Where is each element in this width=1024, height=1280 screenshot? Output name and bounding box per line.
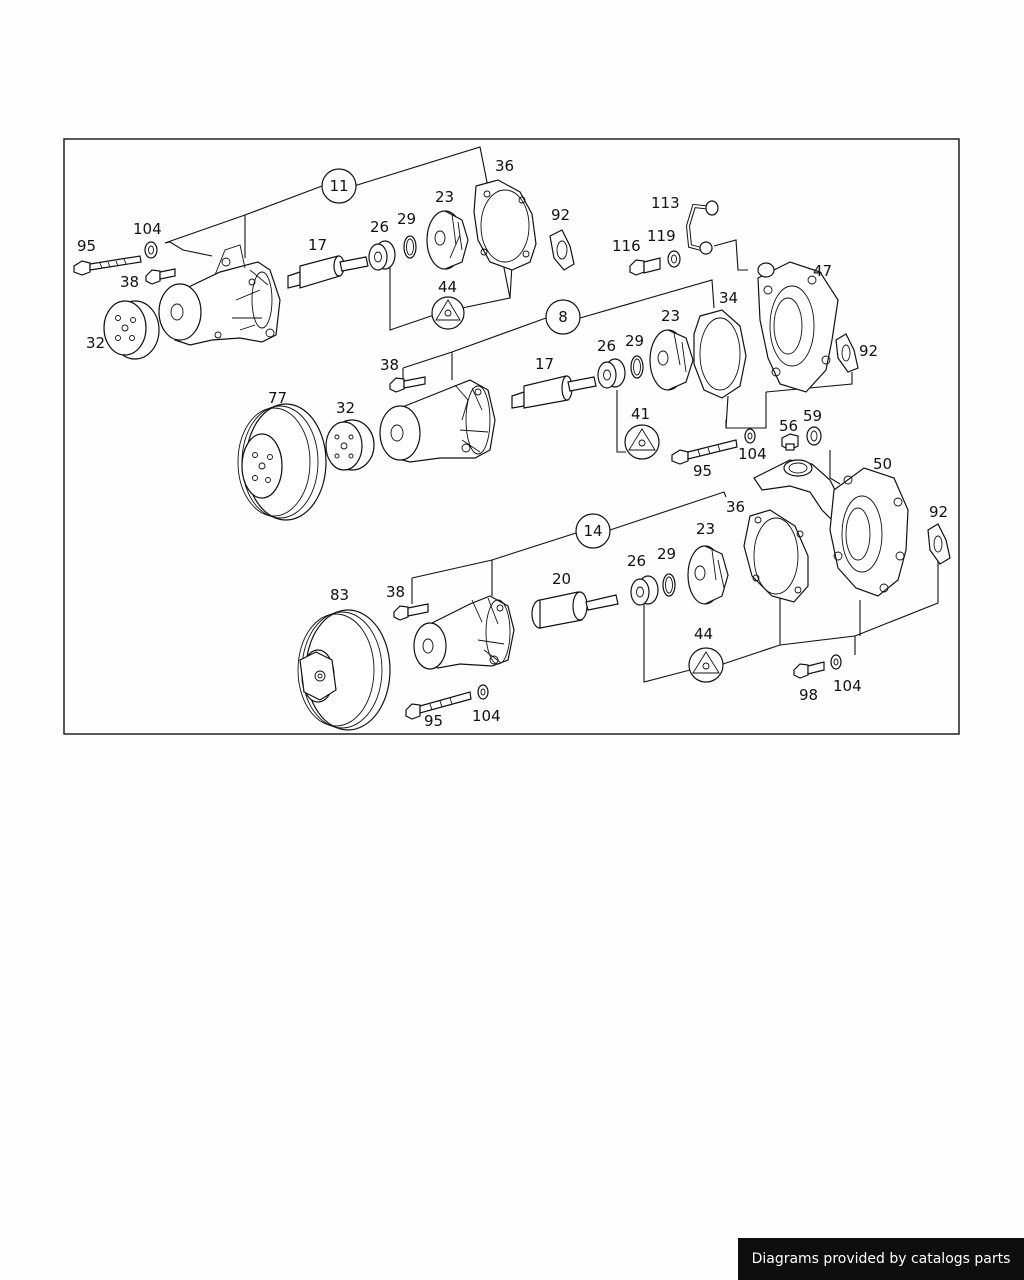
part-label: 95: [77, 237, 96, 255]
part-label: 77: [268, 389, 287, 407]
part-label: 26: [370, 218, 389, 236]
bolt-38-bottom: [393, 603, 429, 621]
part-label: 17: [308, 236, 327, 254]
part-label: 116: [612, 237, 641, 255]
impeller-23-middle: [649, 329, 694, 391]
part-label: 50: [873, 455, 892, 473]
part-label: 38: [120, 273, 139, 291]
washer-104-bottom-right: [830, 654, 842, 670]
pump-housing-11: [158, 244, 281, 346]
diagram-frame: [63, 138, 960, 735]
bolt-116: [629, 257, 661, 276]
part-label: 104: [738, 445, 767, 463]
bolt-95-bottom: [405, 691, 472, 720]
callout-11: [321, 168, 357, 204]
shaft-17: [287, 255, 369, 289]
plug-56: [781, 433, 799, 451]
bolt-38-middle: [389, 376, 426, 393]
part-label: 119: [647, 227, 676, 245]
callout-14-label: 14: [583, 522, 602, 540]
part-label: 113: [651, 194, 680, 212]
pulley-83: [297, 609, 391, 731]
part-label: 41: [631, 405, 650, 423]
bolt-38: [145, 268, 176, 285]
washer-59: [806, 426, 822, 446]
part-label: 36: [726, 498, 745, 516]
pipe-113: [685, 200, 748, 271]
part-label: 29: [657, 545, 676, 563]
assembly-group-8: 8: [237, 200, 859, 521]
bolt-98: [793, 661, 825, 679]
gasket-92: [549, 229, 575, 271]
callout-8-label: 8: [558, 308, 568, 326]
part-label: 95: [424, 712, 443, 730]
seal-kit-41: [624, 424, 660, 460]
part-label: 92: [551, 206, 570, 224]
part-label: 23: [696, 520, 715, 538]
part-label: 98: [799, 686, 818, 704]
pump-housing-8: [379, 379, 496, 463]
part-label: 36: [495, 157, 514, 175]
gasket-92-bottom: [927, 523, 951, 565]
callout-11-label: 11: [329, 177, 348, 195]
part-label: 23: [435, 188, 454, 206]
gasket-34: [693, 309, 747, 399]
part-label: 17: [535, 355, 554, 373]
gasket-36-bottom: [743, 509, 809, 603]
seal-26: [368, 240, 396, 271]
washer-119: [667, 250, 681, 268]
seal-kit-44: [431, 296, 465, 330]
housing-50: [753, 459, 909, 597]
part-label: 38: [386, 583, 405, 601]
seal-26-bottom: [630, 575, 659, 606]
shaft-17-middle: [511, 375, 597, 409]
housing-47: [757, 261, 839, 393]
shaft-20: [531, 591, 619, 629]
assembly-group-14: 14: [297, 450, 951, 731]
credit-banner: Diagrams provided by catalogs parts: [738, 1238, 1024, 1280]
assembly-group-11: 11: [73, 146, 575, 360]
part-label: 32: [336, 399, 355, 417]
part-label: 29: [397, 210, 416, 228]
part-label: 59: [803, 407, 822, 425]
part-label: 47: [813, 262, 832, 280]
pump-housing-14: [413, 595, 515, 670]
part-label: 104: [133, 220, 162, 238]
part-label: 29: [625, 332, 644, 350]
part-label: 44: [438, 278, 457, 296]
part-label: 104: [833, 677, 862, 695]
seal-26-middle: [597, 358, 626, 389]
bolt-95: [73, 255, 142, 276]
callout-8: [545, 299, 581, 335]
gasket-92-middle: [835, 333, 859, 373]
part-label: 56: [779, 417, 798, 435]
pulley-77: [237, 403, 327, 521]
part-label: 95: [693, 462, 712, 480]
part-label: 34: [719, 289, 738, 307]
callout-14: [575, 513, 611, 549]
part-label: 20: [552, 570, 571, 588]
part-label: 44: [694, 625, 713, 643]
part-label: 104: [472, 707, 501, 725]
part-labels: 95 104 38 32 17 26 29 23 36 92 44 113 11…: [77, 157, 948, 730]
gasket-36: [473, 179, 537, 271]
washer-104: [144, 241, 158, 259]
washer-104-bottom: [477, 684, 489, 700]
seal-kit-44-bottom: [688, 647, 724, 683]
bolt-95-middle: [671, 439, 738, 465]
part-label: 83: [330, 586, 349, 604]
impeller-23-bottom: [687, 545, 729, 605]
impeller-23: [426, 210, 469, 270]
part-label: 26: [627, 552, 646, 570]
part-label: 26: [597, 337, 616, 355]
part-label: 92: [929, 503, 948, 521]
hub-32: [103, 300, 160, 360]
hub-32-middle: [325, 419, 375, 471]
part-label: 92: [859, 342, 878, 360]
part-label: 32: [86, 334, 105, 352]
part-label: 23: [661, 307, 680, 325]
part-label: 38: [380, 356, 399, 374]
washer-104-middle: [744, 428, 756, 444]
